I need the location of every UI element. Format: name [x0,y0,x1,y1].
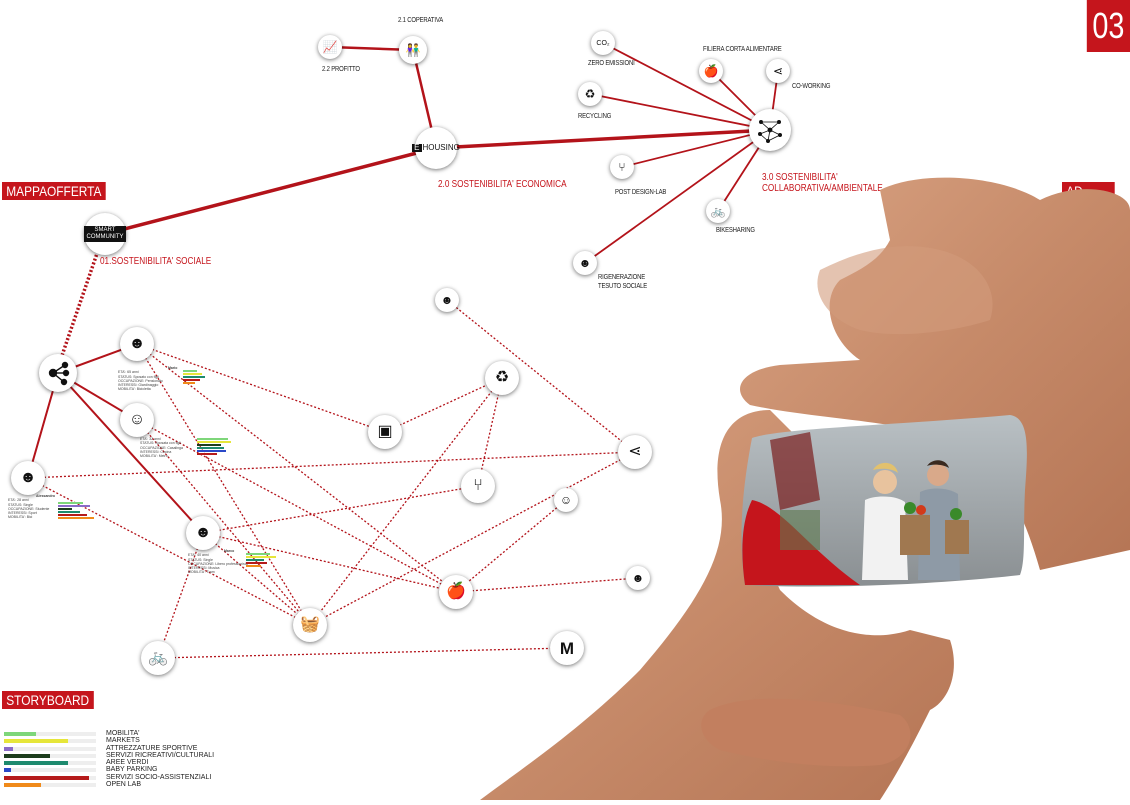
people-icon[interactable]: 👫 [399,36,427,64]
legend-bar [4,732,37,736]
recycling-label: RECYCLING [578,113,612,120]
chart-icon[interactable]: 📈 [318,35,342,59]
legend-bar [4,768,12,773]
legend-label: SERVIZI RICREATIVI/CULTURALI [106,751,215,759]
profile-alessandro: Alessandro ETA': 28 anni STATUS: Single … [8,494,56,520]
ad-poser-photo [480,170,1130,800]
legend-label: MOBILITA' [106,730,140,737]
legend-row: AREE VERDI [4,759,204,767]
story-chair-icon[interactable]: ⑂ [461,469,495,503]
person-girl-icon[interactable]: ☻ [435,288,459,312]
profile-marco-bars [246,553,276,568]
legend-bar [4,753,50,758]
story-hub-network-icon[interactable] [39,354,77,392]
person-mario-icon[interactable]: ☻ [120,327,154,361]
link-amb-chair [621,129,771,168]
legend-label: SERVIZI SOCIO-ASSISTENZIALI [106,773,212,781]
section-mappa-offerta: MAPPAOFFERTA [2,182,106,200]
link-sociale-economica [104,146,437,236]
legend-row: MARKETS [4,737,204,745]
network-glyph [758,120,782,143]
profitto-label: 2.2 PROFITTO [322,66,360,73]
legend-label: MARKETS [106,737,140,745]
story-recycle-icon[interactable]: ♻ [485,361,519,395]
coworking-label: CO-WORKING [792,83,831,90]
story-hub-glyph [48,361,70,386]
link-amb-face [584,129,771,264]
legend-track [4,768,96,773]
profile-alessandro-bars [58,502,94,520]
profile-marco: Marco ETA': 40 anni STATUS: Single OCCUP… [188,549,248,575]
legend-row: BABY PARKING [4,766,204,774]
legend-label: AREE VERDI [106,759,149,767]
network-icon[interactable] [749,109,791,151]
legend-bar [4,783,41,788]
link-amb-co2 [602,42,771,131]
legend-row: MOBILITA' [4,730,204,738]
bikesharing-label: BIKESHARING [716,227,755,234]
page-number: 03 [1086,0,1130,52]
legend-track [4,783,96,788]
legend-row: ATTREZZATURE SPORTIVE [4,744,204,753]
e-housing-prefix: E [412,143,422,152]
person-marco-icon[interactable]: ☻ [186,516,220,550]
legend-track [4,746,96,751]
person-boy-icon[interactable]: ☻ [626,566,650,590]
face-icon[interactable]: ☻ [573,251,597,275]
hub-economica-label: 2.0 SOSTENIBILITA' ECONOMICA [438,179,567,190]
story-share-icon[interactable]: ⋖ [618,435,652,469]
box-icon[interactable]: ▣ [368,415,402,449]
e-housing-icon[interactable]: E HOUSING [412,127,460,169]
bike-icon[interactable]: 🚲 [706,199,730,223]
metro-icon[interactable]: M [550,631,584,665]
profile-mario: Mario ETA': 65 anni STATUS: Sposato con … [118,366,178,392]
profile-mario-bars [183,370,207,385]
legend-bar [4,746,14,751]
co2-icon[interactable]: CO₂ [591,31,615,55]
zero-emissioni-label: ZERO EMISSIONI [588,60,635,67]
post-design-label: POST DESIGN-LAB [615,189,667,196]
e-housing-text: HOUSING [422,143,460,152]
legend-label: OPEN LAB [106,781,142,789]
legend-bar [4,775,89,780]
person-curly-icon[interactable]: ☺ [554,488,578,512]
smart-community-logo: SMART COMMUNITY [84,226,126,242]
profile-laura-bars [197,438,231,456]
legend-track [4,753,96,758]
legend-row: SERVIZI RICREATIVI/CULTURALI [4,752,214,760]
legend-row: OPEN LAB [4,781,204,789]
link-economica-ambientale [435,128,771,150]
person-laura-icon[interactable]: ☺ [120,403,154,437]
legend-row: SERVIZI SOCIO-ASSISTENZIALI [4,774,211,782]
hub-sociale-label: 01.SOSTENIBILITA' SOCIALE [100,256,212,267]
hands-frame-illustration [480,177,1130,800]
link-amb-recycle [589,93,771,131]
legend-bar [4,761,69,766]
chair-icon[interactable]: ⑂ [610,155,634,179]
legend-bar [4,739,69,744]
legend-label: ATTREZZATURE SPORTIVE [106,744,198,752]
filiera-label: FILIERA CORTA ALIMENTARE [703,46,782,53]
rigenerazione-label: RIGENERAZIONE TESUTO SOCIALE [598,274,648,290]
section-storyboard: STORYBOARD [2,691,94,709]
smart-community-icon[interactable]: SMART COMMUNITY [84,213,126,255]
basket-icon[interactable]: 🧺 [293,608,327,642]
share-icon[interactable]: ⋖ [766,59,790,83]
recycle-icon[interactable]: ♻ [578,82,602,106]
cooperativa-label: 2.1 COPERATIVA [398,17,444,24]
person-alessandro-icon[interactable]: ☻ [11,461,45,495]
profile-laura: ETA': 32 anni STATUS: Sposata con figli … [140,437,183,459]
hub-ambientale-label: 3.0 SOSTENIBILITA' COLLABORATIVA/AMBIENT… [762,172,883,194]
story-bike-icon[interactable]: 🚲 [141,641,175,675]
legend-label: BABY PARKING [106,766,158,774]
story-food-icon[interactable]: 🍎 [439,575,473,609]
legend-track [4,732,96,736]
food-icon[interactable]: 🍎 [699,59,723,83]
link-sociale-storyhub [54,235,105,374]
